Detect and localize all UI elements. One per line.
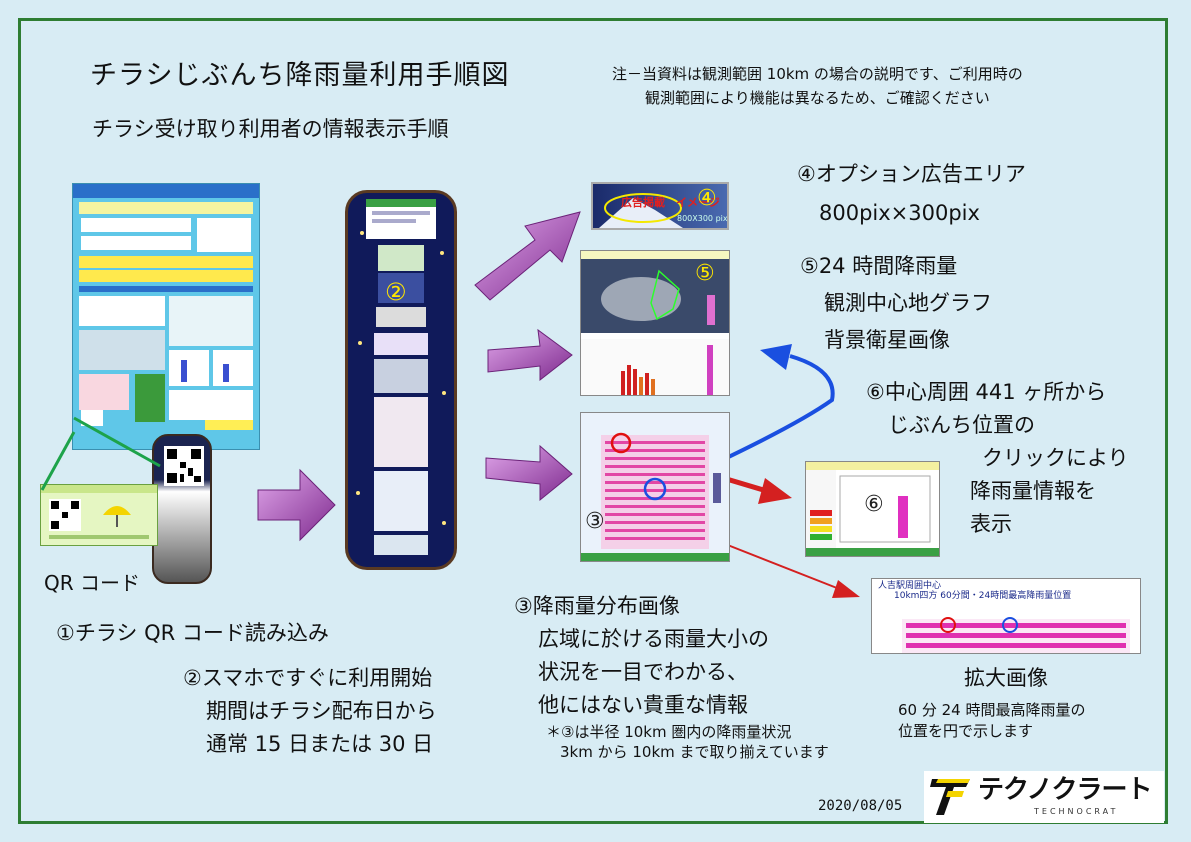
step3-footnote: ＊③は半径 10km 圏内の降雨量状況 3km から 10km まで取り揃えてい…	[546, 722, 829, 762]
badge-3: ③	[585, 509, 605, 534]
step4-block: ④オプション広告エリア 800pix×300pix	[797, 158, 1026, 230]
qr-card-header	[41, 485, 157, 493]
badge-2: ②	[385, 278, 407, 306]
phone-screen-graphic	[356, 199, 446, 555]
date-label: 2020/08/05	[818, 798, 903, 814]
zoom-header-1: 人吉駅周囲中心	[878, 581, 942, 591]
qr-card	[40, 484, 158, 546]
logo-subtext: TECHNOCRAT	[1034, 807, 1119, 816]
outer-frame	[18, 18, 1168, 824]
logo-text: テクノクラート	[978, 775, 1152, 805]
step3-line-1: ③降雨量分布画像	[514, 594, 680, 618]
zoom-desc-2: 位置を円で示します	[898, 722, 1034, 740]
note-line-1: 注－当資料は観測範囲 10km の場合の説明です、ご利用時の	[612, 65, 1023, 83]
arrow-to-phone	[257, 468, 336, 542]
zoom-graphic	[902, 617, 1130, 653]
company-logo: テクノクラート TECHNOCRAT	[924, 771, 1164, 823]
flyer-image	[72, 183, 260, 450]
page-title: チラシじぶんち降雨量利用手順図	[90, 60, 510, 91]
satellite-graphic	[581, 259, 729, 395]
phone-screen-image	[345, 190, 457, 570]
step2-line-1: ②スマホですぐに利用開始	[183, 666, 433, 690]
step6-line-1: ⑥中心周囲 441 ヶ所から	[866, 380, 1107, 404]
step2-line-2: 期間はチラシ配布日から	[206, 699, 437, 723]
ad-image: 広告掲載 イメージ 800X300 pix ④	[591, 182, 729, 230]
step4-line-2: 800pix×300pix	[819, 201, 980, 225]
page-subtitle: チラシ受け取り利用者の情報表示手順	[92, 117, 449, 141]
ad-text: 広告掲載 イメージ	[621, 196, 720, 209]
step5-line-1: ⑤24 時間降雨量	[800, 254, 958, 278]
step3-block: ③降雨量分布画像 広域に於ける雨量大小の 状況を一目でわかる、 他にはない貴重な…	[514, 590, 769, 722]
step2-line-3: 通常 15 日または 30 日	[206, 732, 434, 756]
green-line-2	[40, 431, 76, 491]
step6-block: ⑥中心周囲 441 ヶ所から じぶんち位置の クリックにより 降雨量情報を 表示	[866, 376, 1129, 541]
zoom-desc-1: 60 分 24 時間最高降雨量の	[898, 701, 1086, 719]
zoom-desc: 60 分 24 時間最高降雨量の 位置を円で示します	[898, 700, 1085, 742]
zoom-header-2: 10km四方 60分間・24時間最高降雨量位置	[894, 591, 1072, 601]
step3-foot-1: ＊③は半径 10km 圏内の降雨量状況	[546, 723, 792, 741]
step3-line-3: 状況を一目でわかる、	[538, 660, 748, 684]
step6-line-3: クリックにより	[982, 446, 1129, 470]
arrow-to-ad	[474, 211, 581, 301]
badge-6: ⑥	[864, 492, 884, 517]
point-detail-image: ⑥	[805, 461, 940, 557]
step3-line-4: 他にはない貴重な情報	[538, 693, 748, 717]
logo-mark-icon	[930, 779, 970, 815]
point-detail-graphic	[806, 462, 939, 556]
satellite-graph-image: ⑤	[580, 250, 730, 396]
green-line-1	[73, 416, 161, 468]
step5-line-3: 背景衛星画像	[824, 328, 950, 352]
badge-4: ④	[697, 186, 717, 211]
step4-line-1: ④オプション広告エリア	[797, 162, 1026, 186]
rainfall-map-image: ③	[580, 412, 730, 562]
step6-line-2: じぶんち位置の	[888, 413, 1035, 437]
phone-qr-image	[152, 434, 212, 584]
red-arrow-zoom	[719, 541, 843, 591]
step6-line-5: 表示	[970, 512, 1012, 536]
qr-card-graphic	[49, 499, 149, 539]
rainfall-map-graphic	[581, 413, 729, 561]
flyer-graphic	[73, 184, 259, 430]
phone-qr-code	[164, 446, 204, 486]
step5-block: ⑤24 時間降雨量 観測中心地グラフ 背景衛星画像	[800, 250, 992, 357]
arrow-to-graph	[487, 328, 573, 382]
step5-line-2: 観測中心地グラフ	[824, 291, 992, 315]
zoom-label: 拡大画像	[964, 666, 1048, 690]
step3-line-2: 広域に於ける雨量大小の	[538, 627, 769, 651]
step2-block: ②スマホですぐに利用開始 期間はチラシ配布日から 通常 15 日または 30 日	[183, 662, 437, 761]
ad-size: 800X300 pix	[677, 214, 728, 223]
note-line-2: 観測範囲により機能は異なるため、ご確認ください	[645, 89, 990, 107]
step6-line-4: 降雨量情報を	[970, 479, 1096, 503]
badge-5: ⑤	[695, 261, 715, 286]
note: 注－当資料は観測範囲 10km の場合の説明です、ご利用時の 観測範囲により機能…	[612, 62, 1023, 110]
qr-label: QR コード	[44, 571, 140, 595]
step3-foot-2: 3km から 10km まで取り揃えています	[560, 743, 829, 761]
step1-label: ①チラシ QR コード読み込み	[56, 621, 329, 645]
arrow-to-map	[485, 444, 573, 502]
zoom-image: 人吉駅周囲中心 10km四方 60分間・24時間最高降雨量位置	[871, 578, 1141, 654]
ad-graphic	[599, 193, 683, 228]
sat-header	[581, 251, 729, 259]
